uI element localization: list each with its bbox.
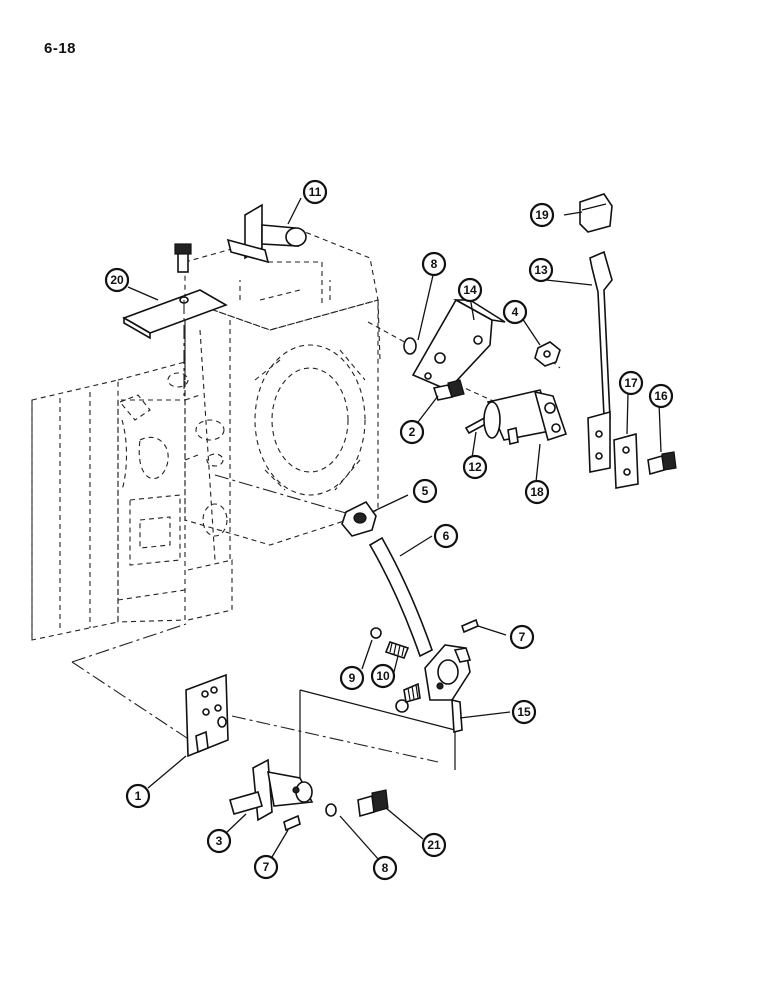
callout-label-10: 10	[376, 669, 390, 683]
part-20-plate	[122, 243, 228, 400]
callout-5: 5	[412, 478, 438, 504]
callout-label-19: 19	[535, 208, 549, 222]
callout-label-9: 9	[349, 671, 356, 685]
callout-10: 10	[370, 663, 396, 689]
part-6-rod	[368, 536, 433, 658]
callout-label-15: 15	[517, 705, 531, 719]
callout-label-20: 20	[110, 273, 124, 287]
part-21-bolt	[357, 789, 389, 818]
callout-14: 14	[457, 277, 483, 303]
callout-7-lower: 7	[253, 854, 279, 880]
callout-label-8-lower: 8	[382, 861, 389, 875]
part-15-guide-plate	[424, 644, 472, 734]
callout-label-2: 2	[409, 425, 416, 439]
callout-label-5: 5	[422, 484, 429, 498]
callout-19: 19	[529, 202, 555, 228]
callout-label-21: 21	[427, 838, 441, 852]
callout-label-16: 16	[654, 389, 668, 403]
callout-15: 15	[511, 699, 537, 725]
part-19-knob	[579, 193, 613, 233]
part-17-plate	[613, 432, 639, 489]
part-4-nut	[534, 341, 561, 367]
callout-16: 16	[648, 383, 674, 409]
part-7-pin-lower	[283, 814, 301, 832]
callout-2: 2	[399, 419, 425, 445]
callout-4: 4	[502, 299, 528, 325]
page-number: 6-18	[44, 40, 77, 57]
callout-label-1: 1	[135, 789, 142, 803]
callout-3: 3	[206, 828, 232, 854]
part-11-shift-rail	[226, 203, 307, 264]
callout-8-lower: 8	[372, 855, 398, 881]
callout-11: 11	[302, 179, 328, 205]
callout-label-13: 13	[534, 263, 548, 277]
part-8-o-ring-lower	[325, 803, 337, 817]
part-3-shift-shaft	[229, 758, 314, 822]
callout-1: 1	[125, 783, 151, 809]
callout-label-17: 17	[624, 376, 638, 390]
callout-label-12: 12	[468, 460, 482, 474]
callout-label-6: 6	[443, 529, 450, 543]
callout-label-14: 14	[463, 283, 477, 297]
callout-17: 17	[618, 370, 644, 396]
part-18-pivot-shaft	[483, 389, 568, 445]
callout-7-upper: 7	[509, 624, 535, 650]
callout-13: 13	[528, 257, 554, 283]
callout-20: 20	[104, 267, 130, 293]
part-16-bolt	[647, 451, 677, 476]
callout-9: 9	[339, 665, 365, 691]
callout-6: 6	[433, 523, 459, 549]
callout-label-7-lower: 7	[263, 860, 270, 874]
callout-label-8-upper: 8	[431, 257, 438, 271]
part-10-springs	[384, 641, 421, 704]
part-8-o-ring-upper	[403, 337, 417, 355]
part-5-bushing	[341, 500, 377, 537]
part-14-bracket	[411, 298, 506, 391]
callout-12: 12	[462, 454, 488, 480]
part-1-plate	[185, 673, 229, 758]
part-2-bolt	[432, 379, 465, 401]
callout-label-18: 18	[530, 485, 544, 499]
callout-label-7-upper: 7	[519, 630, 526, 644]
part-9-balls	[370, 627, 409, 713]
callout-label-4: 4	[512, 305, 519, 319]
callout-label-3: 3	[216, 834, 223, 848]
leader-lines	[127, 197, 662, 861]
callout-18: 18	[524, 479, 550, 505]
callout-label-11: 11	[309, 185, 322, 199]
part-7-pin-upper	[461, 618, 479, 634]
callout-21: 21	[421, 832, 447, 858]
transmission-housing-phantom	[31, 229, 381, 641]
part-13-shift-lever	[587, 250, 613, 473]
callout-8-upper: 8	[421, 251, 447, 277]
